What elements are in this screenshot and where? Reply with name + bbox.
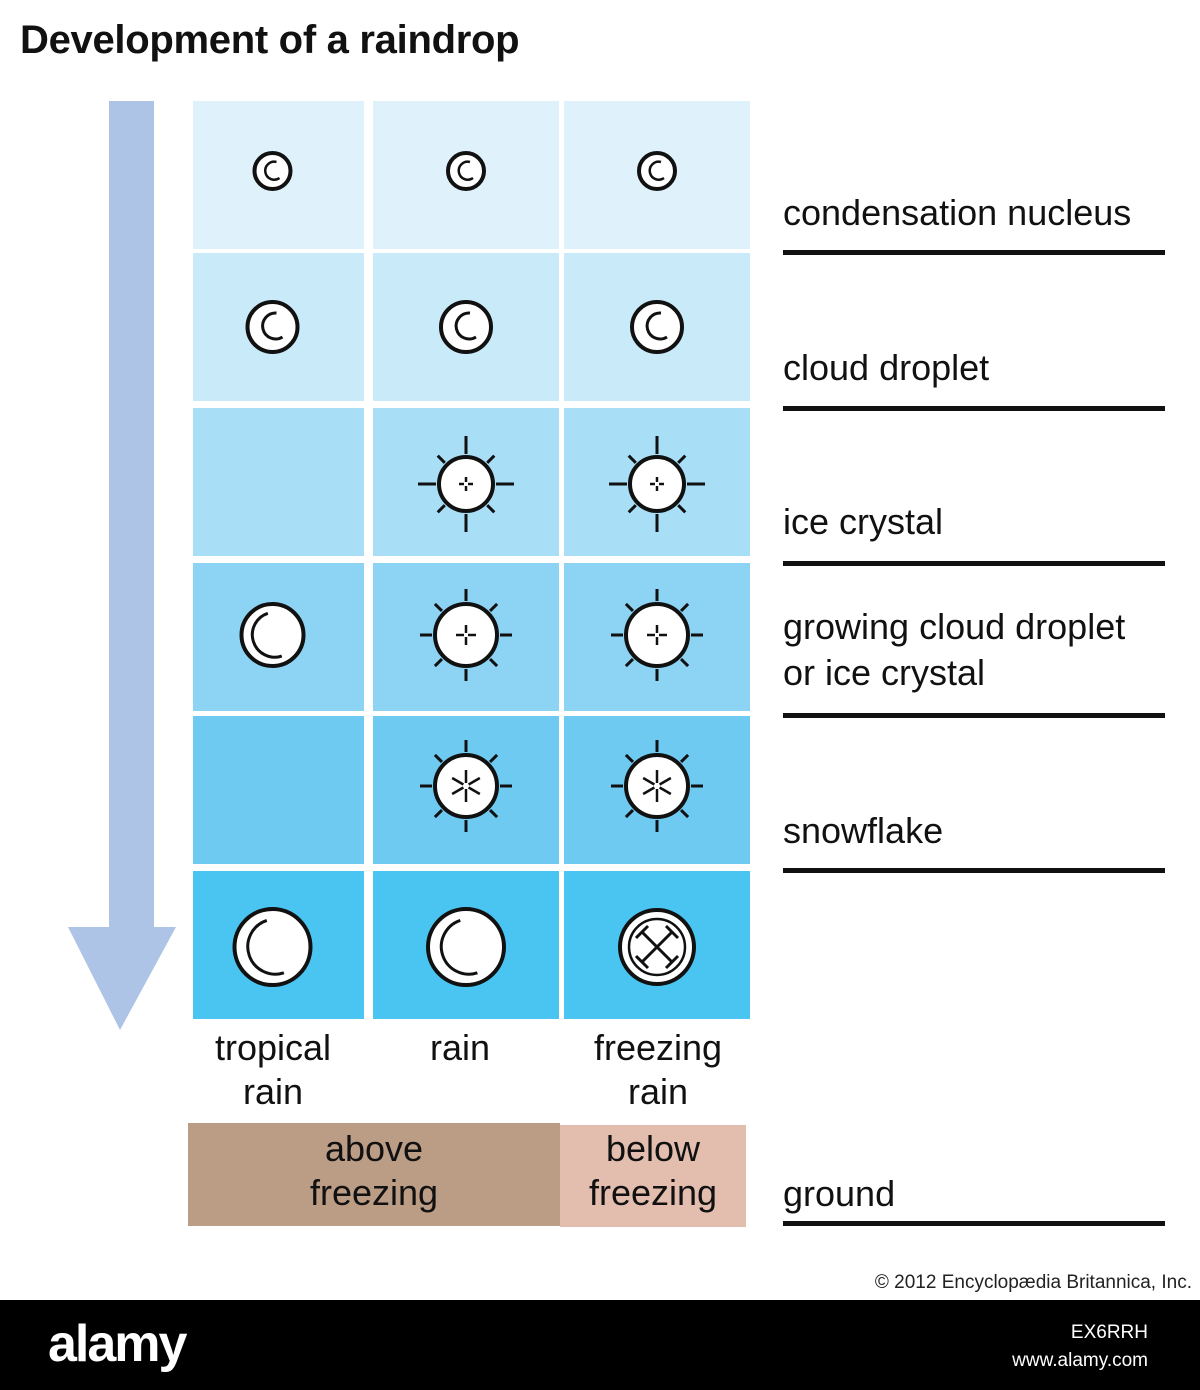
grid-cell bbox=[564, 871, 750, 1019]
downward-arrow bbox=[68, 101, 176, 1030]
footer-url: www.alamy.com bbox=[1012, 1350, 1148, 1371]
column-label-rain: rain bbox=[429, 1027, 491, 1068]
stage-label-condensation-nucleus: condensation nucleus bbox=[783, 192, 1132, 233]
stage-rule bbox=[783, 561, 1165, 566]
stage-rule bbox=[783, 713, 1165, 718]
grid-cell bbox=[564, 101, 750, 249]
arrow-head bbox=[68, 927, 176, 1030]
grid-cell bbox=[564, 253, 750, 401]
grid-cell bbox=[373, 871, 559, 1019]
growing-crystal-icon bbox=[611, 589, 703, 681]
grid-cell bbox=[193, 408, 364, 556]
stage-rule bbox=[783, 250, 1165, 255]
freezing-drop-icon bbox=[618, 908, 696, 986]
zone-label-above-freezing: above freezing bbox=[309, 1128, 439, 1213]
stage-rule bbox=[783, 868, 1165, 873]
grid-cell bbox=[193, 871, 364, 1019]
growing-droplet-icon bbox=[239, 602, 306, 668]
grid-cell bbox=[373, 563, 559, 711]
grid-cell bbox=[193, 101, 364, 249]
snowflake-icon bbox=[611, 740, 703, 832]
stage-label-growing-droplet-or-crystal: growing cloud droplet or ice crystal bbox=[783, 606, 1126, 693]
raindrop-icon bbox=[426, 907, 506, 987]
grid-cell bbox=[193, 716, 364, 864]
grid-cell bbox=[564, 563, 750, 711]
crystal-icon bbox=[609, 436, 705, 532]
copyright-notice: © 2012 Encyclopædia Britannica, Inc. bbox=[874, 1272, 1192, 1293]
droplet-icon bbox=[245, 300, 300, 354]
stage-label-snowflake: snowflake bbox=[783, 810, 944, 851]
grid-cell bbox=[193, 253, 364, 401]
grid-cell bbox=[193, 563, 364, 711]
above-freezing-zone bbox=[188, 1123, 560, 1226]
diagram-title: Development of a raindrop bbox=[20, 18, 520, 62]
grid-cell bbox=[373, 408, 559, 556]
stage-label-cloud-droplet: cloud droplet bbox=[783, 347, 990, 388]
grid-cell bbox=[373, 101, 559, 249]
raindrop-icon bbox=[232, 907, 313, 987]
grid-cell bbox=[373, 253, 559, 401]
crystal-icon bbox=[418, 436, 514, 532]
stage-rule bbox=[783, 406, 1165, 411]
footer-bar: alamy EX6RRH www.alamy.com bbox=[0, 1300, 1200, 1390]
grid-cell bbox=[373, 716, 559, 864]
stage-label-ground: ground bbox=[783, 1173, 896, 1214]
droplet-icon bbox=[439, 300, 493, 354]
footer-image-id: EX6RRH bbox=[1070, 1322, 1148, 1343]
grid-cell bbox=[564, 716, 750, 864]
nucleus-icon bbox=[252, 151, 293, 191]
stage-grid bbox=[193, 101, 750, 1019]
growing-crystal-icon bbox=[420, 589, 512, 681]
stage-rule bbox=[783, 1221, 1165, 1226]
droplet-icon bbox=[630, 300, 684, 354]
nucleus-icon bbox=[637, 151, 677, 191]
arrow-shaft bbox=[109, 101, 154, 931]
footer-logo: alamy bbox=[48, 1315, 187, 1373]
nucleus-icon bbox=[446, 151, 486, 191]
snowflake-icon bbox=[420, 740, 512, 832]
column-label-freezing-rain: freezing rain bbox=[593, 1027, 723, 1112]
raindrop-diagram bbox=[68, 101, 750, 1227]
below-freezing-zone bbox=[560, 1125, 746, 1227]
stage-label-ice-crystal: ice crystal bbox=[783, 501, 944, 542]
zone-label-below-freezing: below freezing bbox=[588, 1128, 718, 1213]
temperature-zones bbox=[188, 1123, 746, 1227]
grid-cell bbox=[564, 408, 750, 556]
column-label-tropical-rain: tropical rain bbox=[214, 1027, 332, 1112]
